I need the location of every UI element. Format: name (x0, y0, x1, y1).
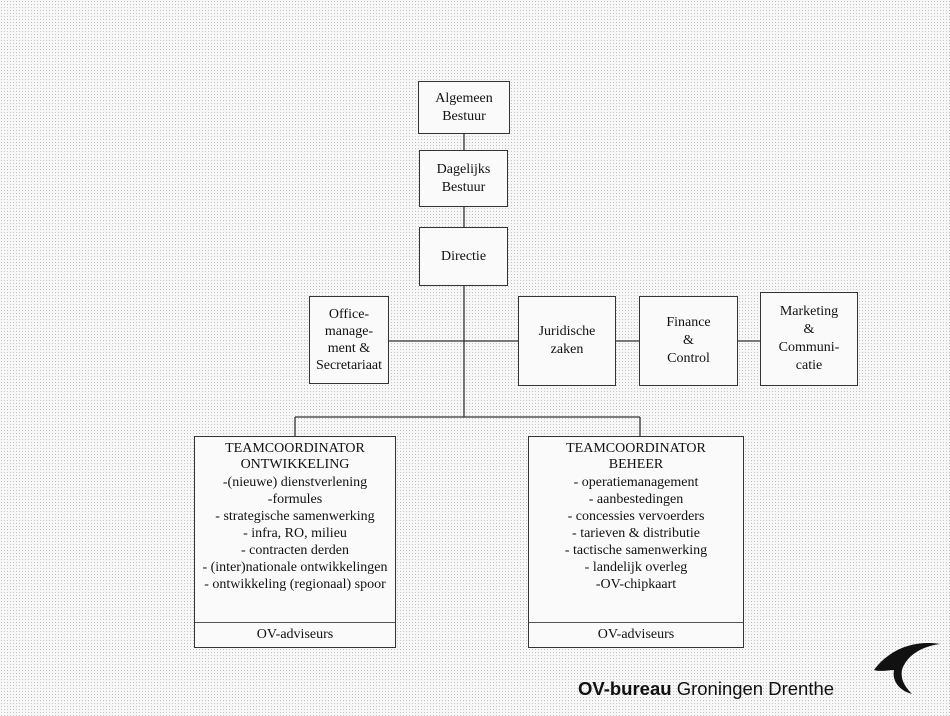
team-development-footer: OV-adviseurs (195, 622, 395, 647)
daily-board-line-1: Dagelijks (436, 161, 491, 177)
box-legal: Juridische zaken (518, 296, 616, 386)
office-line-3: ment & (327, 341, 371, 356)
team-operations-title-1: TEAMCOORDINATOR (566, 441, 706, 456)
team-development-title-1: TEAMCOORDINATOR (225, 441, 365, 456)
team-development-task: - strategische samenwerking (215, 509, 375, 524)
box-finance: Finance & Control (639, 296, 738, 386)
team-operations-tasks: - operatiemanagement - aanbestedingen - … (529, 474, 743, 593)
finance-line-3: Control (667, 351, 710, 366)
marketing-line-2: & (803, 322, 815, 337)
box-team-operations: TEAMCOORDINATOR BEHEER - operatiemanagem… (528, 436, 744, 648)
team-operations-task: - tactische samenwerking (564, 543, 708, 558)
team-operations-task: - tarieven & distributie (572, 526, 700, 541)
logo-regular: Groningen Drenthe (671, 678, 835, 699)
finance-line-2: & (683, 333, 694, 348)
team-development-task: - (inter)nationale ontwikkelingen (202, 560, 388, 575)
management-label: Directie (440, 248, 487, 264)
box-management: Directie (419, 227, 508, 286)
box-team-development: TEAMCOORDINATOR ONTWIKKELING -(nieuwe) d… (194, 436, 396, 648)
logo-bold: OV-bureau (578, 678, 672, 699)
box-daily-board: Dagelijks Bestuur (419, 150, 508, 207)
team-operations-task: - aanbestedingen (588, 492, 684, 507)
office-line-2: manage- (324, 324, 374, 339)
team-operations-task: - landelijk overleg (584, 560, 688, 575)
team-development-task: -(nieuwe) dienstverlening (222, 475, 368, 490)
swoosh-icon (874, 643, 940, 694)
team-development-task: - contracten derden (240, 543, 350, 558)
general-board-line-1: Algemeen (435, 90, 493, 106)
general-board-line-2: Bestuur (442, 108, 486, 124)
marketing-line-3: Communi- (778, 340, 840, 355)
team-development-task: -formules (267, 492, 323, 507)
box-general-board: Algemeen Bestuur (418, 81, 510, 134)
marketing-line-4: catie (795, 358, 823, 373)
team-development-tasks: -(nieuwe) dienstverlening -formules - st… (195, 474, 395, 593)
office-line-1: Office- (328, 307, 370, 322)
office-line-4: Secretariaat (315, 358, 383, 373)
team-development-task: - ontwikkeling (regionaal) spoor (204, 577, 386, 592)
box-marketing: Marketing & Communi- catie (760, 292, 858, 386)
team-development-task: - infra, RO, milieu (243, 526, 347, 541)
marketing-line-1: Marketing (779, 304, 839, 319)
team-operations-footer: OV-adviseurs (529, 622, 743, 647)
team-operations-task: -OV-chipkaart (595, 577, 677, 592)
logo-text: OV-bureau Groningen Drenthe (578, 678, 834, 700)
team-operations-title-2: BEHEER (608, 457, 664, 472)
legal-line-1: Juridische (538, 324, 596, 339)
team-development-title-2: ONTWIKKELING (240, 457, 350, 472)
daily-board-line-2: Bestuur (441, 179, 486, 195)
team-operations-task: - operatiemanagement (573, 475, 699, 490)
legal-line-2: zaken (550, 342, 584, 357)
team-operations-task: - concessies vervoerders (567, 509, 705, 524)
finance-line-1: Finance (666, 315, 711, 330)
box-office: Office- manage- ment & Secretariaat (309, 296, 389, 384)
